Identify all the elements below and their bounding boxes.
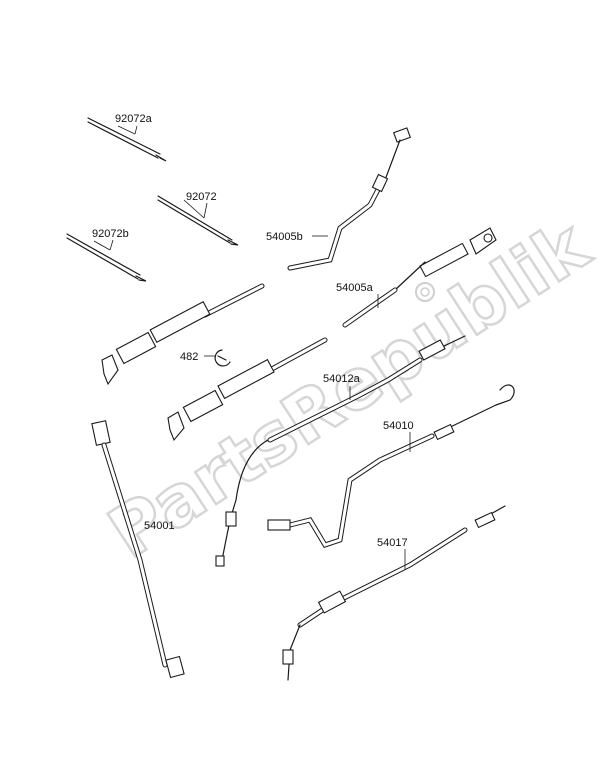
label-92072: 92072 xyxy=(186,191,217,203)
cable-tie-92072b xyxy=(66,233,147,282)
cable-54005b xyxy=(287,127,411,271)
cable-tie-92072 xyxy=(157,195,239,246)
label-92072a: 92072a xyxy=(115,113,153,125)
leader-92072b xyxy=(109,239,114,251)
throttle-grip-upper xyxy=(101,283,265,386)
clip-482 xyxy=(214,349,231,367)
leader-92072 xyxy=(203,202,208,219)
label-54005a: 54005a xyxy=(336,282,374,294)
cable-54012a xyxy=(215,335,466,567)
cable-54010 xyxy=(267,384,515,549)
label-54001: 54001 xyxy=(144,520,175,532)
label-482: 482 xyxy=(180,351,198,363)
cable-54005a xyxy=(342,227,497,328)
gear-icon xyxy=(415,282,435,302)
label-54012a: 54012a xyxy=(323,373,361,385)
watermark-logo: PartsRepublik xyxy=(95,204,600,574)
label-54005b: 54005b xyxy=(266,231,303,243)
label-54017: 54017 xyxy=(377,537,408,549)
label-54010: 54010 xyxy=(383,420,414,432)
throttle-grip-lower xyxy=(167,337,328,442)
label-92072b: 92072b xyxy=(92,228,129,240)
cable-54001 xyxy=(91,420,185,679)
cable-54017 xyxy=(282,505,506,681)
cable-tie-92072a xyxy=(87,117,167,162)
leader-92072a xyxy=(134,125,138,135)
